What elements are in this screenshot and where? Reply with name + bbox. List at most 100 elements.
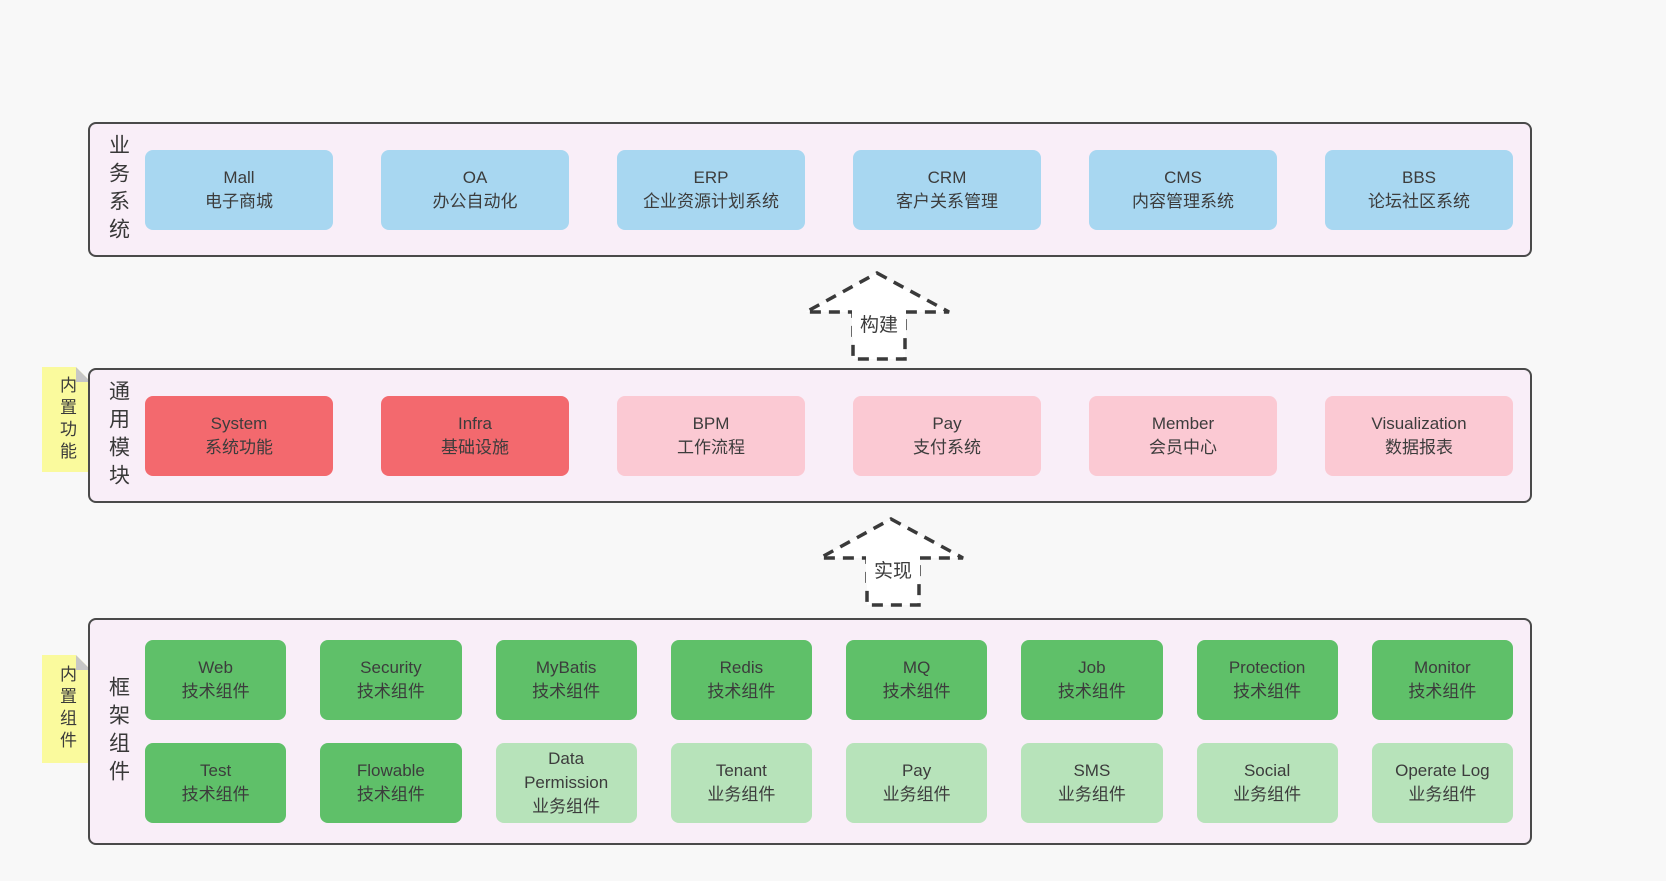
arrow-implement-label: 实现 [866, 555, 920, 583]
box-bpm: BPM 工作流程 [617, 395, 805, 476]
box-infra-desc: 基础设施 [441, 437, 509, 457]
components-row-1: Web 技术组件 Security 技术组件 MyBatis 技术组件 Redi… [145, 640, 1513, 720]
box-mall: Mall 电子商城 [145, 149, 333, 230]
box-mq: MQ 技术组件 [846, 640, 988, 720]
section-common-modules: 通用模块 System 系统功能 Infra 基础设施 BPM 工作流程 Pay… [88, 368, 1532, 503]
section-business-label: 业务系统 [90, 134, 145, 246]
box-cms-desc: 内容管理系统 [1132, 191, 1234, 211]
box-operate-log: Operate Log 业务组件 [1371, 743, 1513, 823]
section-components-label: 框架组件 [90, 676, 145, 788]
box-data-permission-desc: 业务组件 [532, 797, 601, 816]
section-modules-label: 通用模块 [90, 380, 145, 492]
box-mybatis-desc: 技术组件 [532, 682, 601, 701]
sticky-built-in-features-text: 内置功能 [57, 375, 76, 464]
box-data-permission-name: Data Permission [524, 749, 609, 792]
sticky-built-in-components: 内置组件 [42, 655, 91, 763]
box-pay-component-desc: 业务组件 [882, 785, 951, 804]
box-member-desc: 会员中心 [1149, 437, 1217, 457]
box-mybatis: MyBatis 技术组件 [495, 640, 637, 720]
box-system-name: System [210, 413, 268, 433]
box-security-desc: 技术组件 [356, 682, 425, 701]
box-flowable: Flowable 技术组件 [320, 743, 462, 823]
box-web-name: Web [198, 658, 233, 677]
box-monitor-name: Monitor [1414, 658, 1471, 677]
box-erp-name: ERP [693, 167, 729, 187]
box-pay-module-desc: 支付系统 [913, 437, 981, 457]
arrow-build-label: 构建 [852, 309, 906, 337]
box-oa-name: OA [462, 167, 488, 187]
box-job: Job 技术组件 [1021, 640, 1163, 720]
box-bpm-desc: 工作流程 [677, 437, 745, 457]
box-operate-log-desc: 业务组件 [1408, 785, 1477, 804]
modules-boxes-row: System 系统功能 Infra 基础设施 BPM 工作流程 Pay 支付系统… [145, 395, 1530, 476]
box-infra: Infra 基础设施 [381, 395, 569, 476]
box-sms-desc: 业务组件 [1057, 785, 1126, 804]
box-web-desc: 技术组件 [181, 682, 250, 701]
box-redis-desc: 技术组件 [707, 682, 776, 701]
box-social-name: Social [1243, 761, 1291, 780]
box-mybatis-name: MyBatis [535, 658, 597, 677]
box-erp-desc: 企业资源计划系统 [643, 191, 779, 211]
box-pay-component: Pay 业务组件 [846, 743, 988, 823]
section-components-label-text: 框架组件 [106, 675, 130, 788]
section-framework-components: 框架组件 Web 技术组件 Security 技术组件 MyBatis 技术组件… [88, 618, 1532, 845]
box-mq-desc: 技术组件 [882, 682, 951, 701]
box-security-name: Security [360, 658, 422, 677]
box-bpm-name: BPM [692, 413, 730, 433]
sticky-built-in-components-text: 内置组件 [57, 665, 76, 753]
box-redis: Redis 技术组件 [670, 640, 812, 720]
box-oa-desc: 办公自动化 [432, 191, 518, 211]
box-protection-name: Protection [1228, 658, 1306, 677]
box-crm-desc: 客户关系管理 [896, 191, 998, 211]
box-member-name: Member [1151, 413, 1215, 433]
box-operate-log-name: Operate Log [1395, 761, 1490, 780]
box-test-desc: 技术组件 [181, 785, 250, 804]
box-sms: SMS 业务组件 [1021, 743, 1163, 823]
components-row-2: Test 技术组件 Flowable 技术组件 Data Permission … [145, 743, 1513, 823]
box-mall-desc: 电子商城 [205, 191, 273, 211]
section-business-label-text: 业务系统 [106, 133, 130, 246]
section-modules-label-text: 通用模块 [106, 379, 130, 492]
section-business-systems: 业务系统 Mall 电子商城 OA 办公自动化 ERP 企业资源计划系统 CRM… [88, 122, 1532, 257]
box-social-desc: 业务组件 [1233, 785, 1302, 804]
box-erp: ERP 企业资源计划系统 [617, 149, 805, 230]
box-job-desc: 技术组件 [1057, 682, 1126, 701]
box-pay-component-name: Pay [901, 761, 932, 780]
business-boxes-row: Mall 电子商城 OA 办公自动化 ERP 企业资源计划系统 CRM 客户关系… [145, 149, 1530, 230]
box-infra-name: Infra [457, 413, 493, 433]
box-bbs-desc: 论坛社区系统 [1368, 191, 1470, 211]
box-oa: OA 办公自动化 [381, 149, 569, 230]
box-member: Member 会员中心 [1089, 395, 1277, 476]
box-test-name: Test [200, 761, 232, 780]
box-visualization: Visualization 数据报表 [1325, 395, 1513, 476]
box-tenant: Tenant 业务组件 [670, 743, 812, 823]
sticky-built-in-features: 内置功能 [42, 367, 91, 472]
box-data-permission: Data Permission 业务组件 [495, 743, 637, 823]
box-pay-module-name: Pay [932, 413, 962, 433]
box-monitor-desc: 技术组件 [1408, 682, 1477, 701]
box-web: Web 技术组件 [145, 640, 287, 720]
box-protection: Protection 技术组件 [1196, 640, 1338, 720]
box-monitor: Monitor 技术组件 [1371, 640, 1513, 720]
box-cms-name: CMS [1164, 167, 1202, 187]
box-visualization-name: Visualization [1371, 413, 1467, 433]
box-social: Social 业务组件 [1196, 743, 1338, 823]
box-test: Test 技术组件 [145, 743, 287, 823]
box-visualization-desc: 数据报表 [1385, 437, 1453, 457]
box-mall-name: Mall [223, 167, 255, 187]
box-pay-module: Pay 支付系统 [853, 395, 1041, 476]
box-job-name: Job [1078, 658, 1106, 677]
box-protection-desc: 技术组件 [1233, 682, 1302, 701]
box-system-desc: 系统功能 [205, 437, 273, 457]
box-bbs-name: BBS [1401, 167, 1437, 187]
box-redis-name: Redis [719, 658, 764, 677]
components-rows: Web 技术组件 Security 技术组件 MyBatis 技术组件 Redi… [145, 640, 1530, 823]
box-sms-name: SMS [1073, 761, 1111, 780]
box-crm-name: CRM [927, 167, 967, 187]
box-security: Security 技术组件 [320, 640, 462, 720]
box-flowable-desc: 技术组件 [356, 785, 425, 804]
box-crm: CRM 客户关系管理 [853, 149, 1041, 230]
box-tenant-desc: 业务组件 [707, 785, 776, 804]
box-system: System 系统功能 [145, 395, 333, 476]
box-mq-name: MQ [902, 658, 931, 677]
